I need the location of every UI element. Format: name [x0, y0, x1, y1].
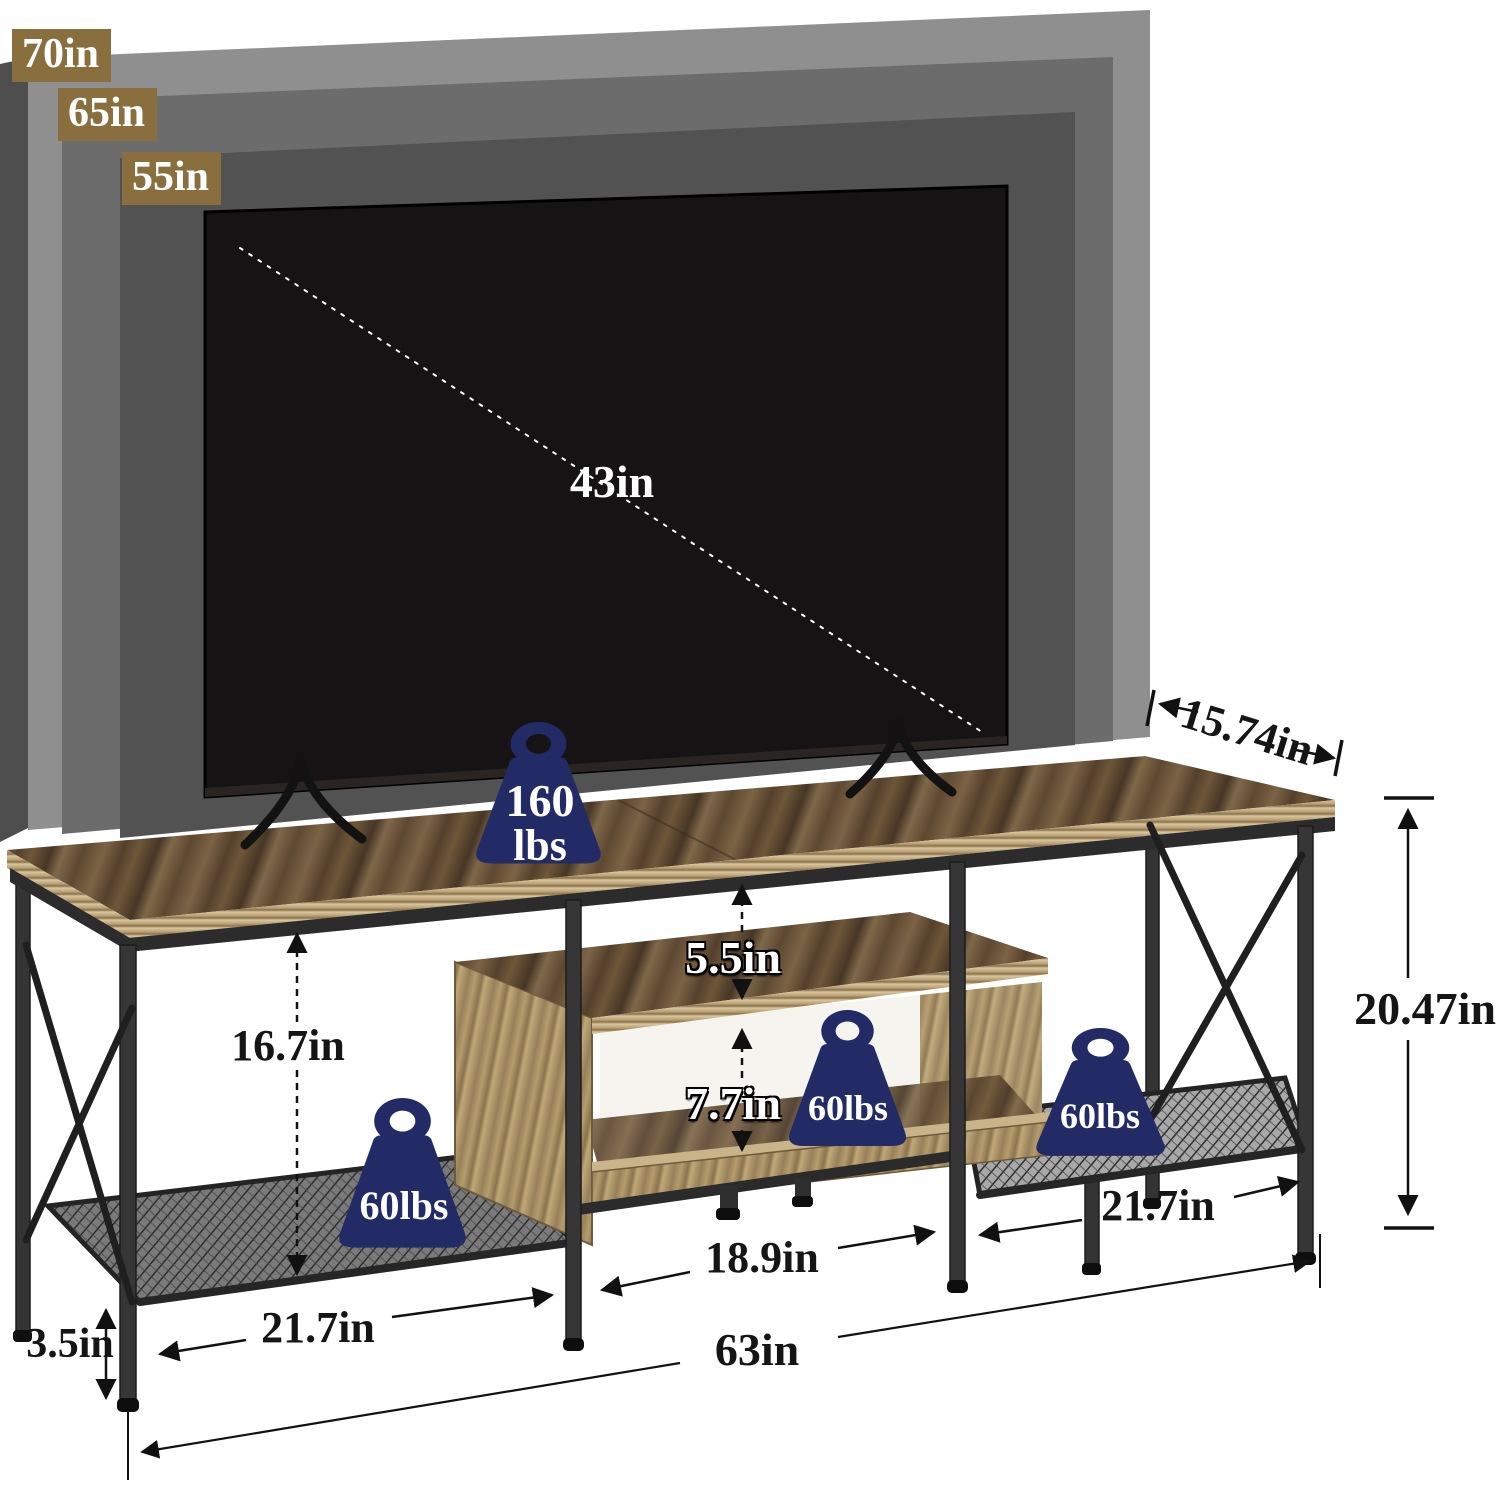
total-width-label: 63in	[714, 1324, 800, 1375]
top-clearance-label: 16.7in	[231, 1021, 345, 1070]
middle-shelf-capacity: 60lbs	[807, 1088, 889, 1128]
middle-width-label: 18.9in	[705, 1233, 819, 1282]
tv-size-70-label: 70in	[12, 29, 112, 83]
box-top-front-edge	[592, 958, 1048, 1034]
box-support-rail	[572, 1150, 958, 1216]
dim-middle-width	[599, 1224, 937, 1297]
top-capacity-unit: lbs	[513, 821, 567, 870]
top-left-edge	[7, 850, 130, 938]
back-midright-foot	[1082, 1263, 1101, 1275]
back-right-foot	[1143, 1198, 1161, 1209]
tv-bottom-bezel	[205, 736, 1007, 797]
tv-legs	[240, 717, 957, 850]
front-midleft-foot	[563, 1338, 584, 1351]
right-x-brace	[1146, 821, 1306, 1154]
front-right-leg	[1297, 825, 1314, 1255]
gap-upper-label: 5.5in	[685, 932, 781, 983]
top-board	[7, 756, 1335, 938]
gap-lower-label: 7.7in	[685, 1078, 781, 1129]
right-shelf-capacity: 60lbs	[1059, 1096, 1141, 1136]
front-midright-leg	[949, 861, 966, 1283]
tv-43in	[203, 184, 1009, 850]
top-seam	[617, 799, 753, 869]
dim-total-width	[127, 1234, 1321, 1480]
top-surface	[7, 756, 1335, 920]
tv-diagonal-label: 43in	[569, 456, 655, 507]
tv-size-55-label: 55in	[122, 152, 222, 206]
left-shelf-capacity: 60lbs	[359, 1183, 449, 1228]
dim-depth	[1145, 689, 1344, 777]
top-capacity-value: 160	[505, 775, 575, 826]
box-top-surface	[455, 912, 1048, 1018]
tv-diagonal-dashes	[239, 247, 983, 733]
front-midleft-leg	[565, 899, 582, 1341]
leg-height-label: 3.5in	[26, 1321, 114, 1367]
dim-left-shelf	[157, 1287, 555, 1362]
right-shelf-width-label: 21.7in	[1101, 1181, 1215, 1230]
back-left-foot	[13, 1330, 32, 1342]
box-stub-leg-1	[720, 1185, 738, 1213]
front-left-foot	[117, 1398, 139, 1412]
tv-size-65-label: 65in	[58, 88, 158, 142]
panel-side-edge	[0, 58, 28, 842]
front-midright-foot	[947, 1280, 968, 1293]
total-height-label: 20.47in	[1354, 983, 1496, 1034]
dimension-lines	[95, 689, 1434, 1480]
top-front-edge	[130, 800, 1335, 938]
left-shelf-width-label: 21.7in	[261, 1303, 375, 1352]
left-x-brace	[22, 941, 136, 1306]
dim-total-height	[1384, 796, 1434, 1230]
left-end-rail	[10, 868, 130, 952]
dim-right-shelf	[977, 1176, 1301, 1243]
